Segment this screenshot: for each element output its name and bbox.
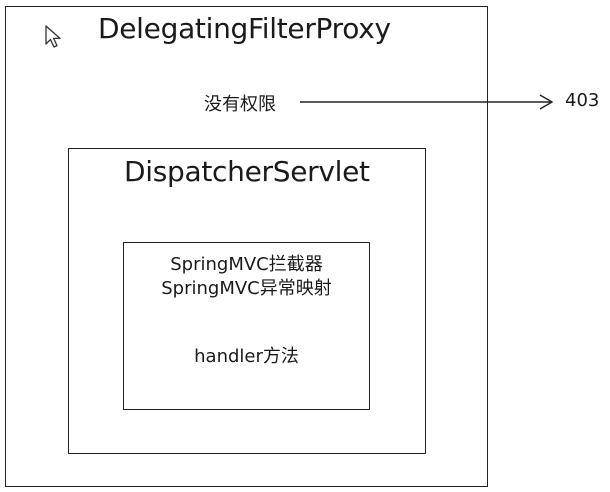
mouse-pointer-icon <box>45 25 61 48</box>
delegating-filter-proxy-box <box>5 6 488 487</box>
arrow-right-icon <box>300 94 554 110</box>
springmvc-interceptor-label: SpringMVC拦截器 <box>170 254 323 275</box>
dispatcher-servlet-title: DispatcherServlet <box>124 155 370 188</box>
no-permission-label: 没有权限 <box>204 94 276 115</box>
springmvc-exception-mapping-label: SpringMVC异常映射 <box>161 278 332 299</box>
springmvc-box: SpringMVC拦截器 SpringMVC异常映射 handler方法 <box>123 242 370 410</box>
delegating-filter-proxy-title: DelegatingFilterProxy <box>98 12 391 45</box>
status-403-label: 403 <box>565 90 600 111</box>
handler-method-label: handler方法 <box>194 346 299 367</box>
dispatcher-servlet-box <box>68 148 426 454</box>
